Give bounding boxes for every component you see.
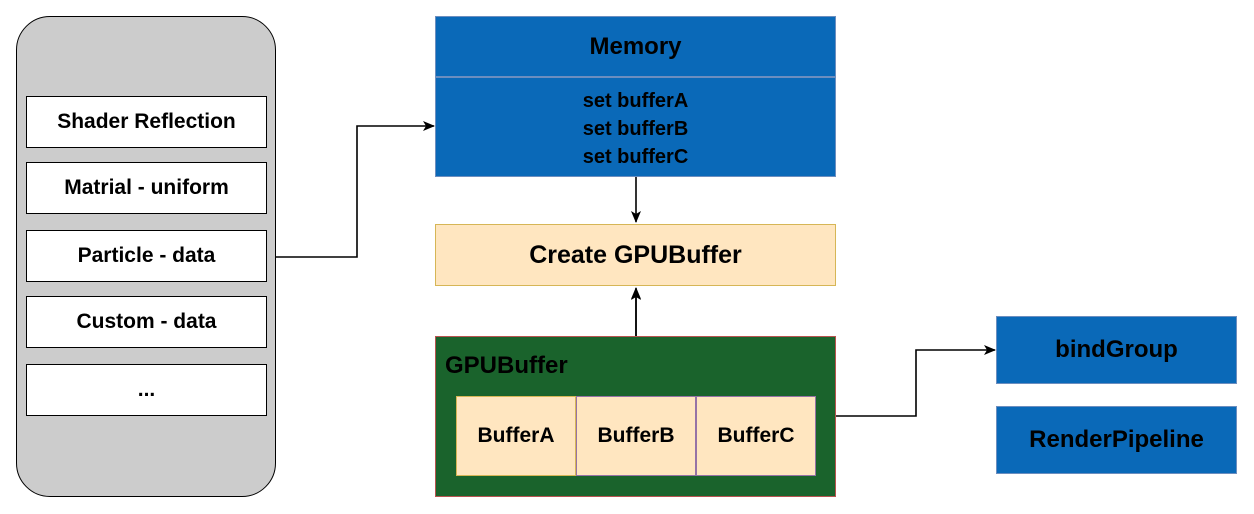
- buffer-b[interactable]: BufferB: [576, 396, 696, 476]
- connector-gpubuffer-to-bindgroup: [836, 345, 996, 417]
- render-pipeline-box[interactable]: RenderPipeline: [996, 406, 1237, 474]
- memory-body[interactable]: set bufferA set bufferB set bufferC: [435, 77, 836, 177]
- item-ellipsis[interactable]: ...: [26, 364, 267, 416]
- memory-line-buffer-c: set bufferC: [582, 146, 689, 168]
- item-material-uniform[interactable]: Matrial - uniform: [26, 162, 267, 214]
- memory-line-buffer-a: set bufferA: [582, 90, 689, 112]
- connector-particle-to-memory: [267, 121, 435, 258]
- item-particle-data[interactable]: Particle - data: [26, 230, 267, 282]
- memory-line-buffer-b: set bufferB: [582, 118, 689, 140]
- create-gpubuffer-box[interactable]: Create GPUBuffer: [435, 224, 836, 286]
- item-shader-reflection[interactable]: Shader Reflection: [26, 96, 267, 148]
- item-custom-data[interactable]: Custom - data: [26, 296, 267, 348]
- buffer-a[interactable]: BufferA: [456, 396, 576, 476]
- gpubuffer-title: GPUBuffer: [445, 352, 568, 379]
- bind-group-box[interactable]: bindGroup: [996, 316, 1237, 384]
- memory-header[interactable]: Memory: [435, 16, 836, 77]
- buffer-c[interactable]: BufferC: [696, 396, 816, 476]
